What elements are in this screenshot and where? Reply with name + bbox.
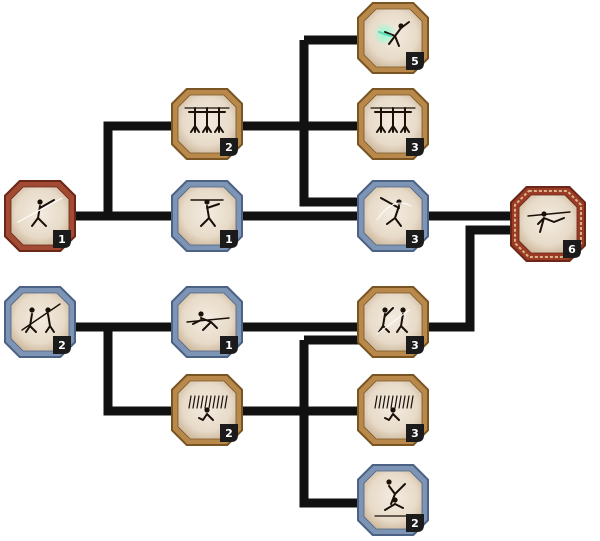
connector-branch-up: [103, 121, 394, 216]
level-badge: 3: [406, 230, 424, 248]
level-badge: 3: [406, 138, 424, 156]
skill-node-blue-charge[interactable]: 1: [171, 286, 243, 358]
skill-node-gold-duel[interactable]: 3: [357, 286, 429, 358]
level-badge-number: 3: [411, 141, 419, 154]
level-badge-number: 5: [411, 55, 419, 68]
level-badge: 1: [53, 230, 71, 248]
level-badge-number: 2: [225, 427, 233, 440]
skill-node-gold-grass-2[interactable]: 3: [357, 374, 429, 446]
level-badge: 1: [220, 336, 238, 354]
skill-node-gold-trio-2[interactable]: 3: [357, 88, 429, 160]
level-badge-number: 6: [568, 243, 576, 256]
connector-branch-down: [103, 327, 394, 416]
level-badge-number: 2: [58, 339, 66, 352]
level-badge: 2: [53, 336, 71, 354]
three-figures-icon: [370, 107, 416, 133]
level-badge: 2: [220, 424, 238, 442]
skill-node-red-start[interactable]: 1: [4, 180, 76, 252]
glowing-leap-figure-icon: [373, 21, 410, 47]
skill-node-blue-strike[interactable]: 3: [357, 180, 429, 252]
skill-node-ornate-final[interactable]: 6: [510, 186, 586, 262]
level-badge: 1: [220, 230, 238, 248]
skill-node-gold-glow-top[interactable]: 5: [357, 2, 429, 74]
level-badge-number: 3: [411, 233, 419, 246]
connector-duel-to-final: [394, 225, 548, 332]
kick-figure-icon: [374, 479, 412, 517]
slash-figure-icon: [17, 197, 63, 227]
level-badge-number: 2: [225, 141, 233, 154]
grass-figure-icon: [188, 395, 228, 421]
skill-node-gold-grass-1[interactable]: 2: [171, 374, 243, 446]
lunge-figure-icon: [190, 199, 224, 227]
level-badge-number: 1: [225, 339, 233, 352]
level-badge-number: 3: [411, 427, 419, 440]
level-badge: 2: [220, 138, 238, 156]
level-badge: 3: [406, 424, 424, 442]
charge-figure-icon: [186, 311, 230, 331]
level-badge-number: 3: [411, 339, 419, 352]
three-figures-icon: [184, 107, 230, 133]
level-badge: 3: [406, 336, 424, 354]
connector-lines: [40, 35, 548, 508]
level-badge-number: 2: [411, 517, 419, 530]
strike-figure-icon: [376, 197, 412, 227]
duel-figures-icon: [376, 307, 410, 335]
level-badge: 2: [406, 514, 424, 532]
grass-figure-icon: [374, 395, 414, 421]
skill-node-blue-lunge[interactable]: 1: [171, 180, 243, 252]
level-badge-number: 1: [58, 233, 66, 246]
skill-node-gold-trio-1[interactable]: 2: [171, 88, 243, 160]
level-badge: 5: [406, 52, 424, 70]
spear-duel-icon: [21, 303, 61, 333]
thrust-figure-icon: [527, 211, 571, 233]
level-badge: 6: [563, 240, 581, 258]
skill-node-blue-spear[interactable]: 2: [4, 286, 76, 358]
skill-node-blue-kick[interactable]: 2: [357, 464, 429, 536]
level-badge-number: 1: [225, 233, 233, 246]
